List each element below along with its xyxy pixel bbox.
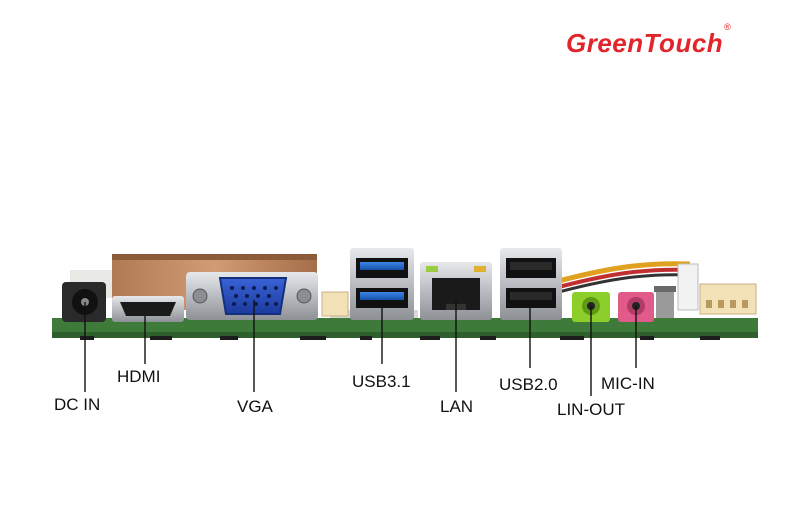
label-lin-out: LIN-OUT	[557, 400, 625, 419]
header-connector	[699, 283, 757, 315]
label-dc-in: DC IN	[54, 395, 101, 414]
label-lan: LAN	[440, 397, 474, 416]
label-usb20: USB2.0	[499, 375, 558, 394]
label-usb31: USB3.1	[352, 372, 411, 391]
label-mic-in: MIC-IN	[601, 374, 655, 393]
fan-cable	[554, 261, 691, 285]
cable-connector	[677, 263, 699, 311]
heatsink-top	[112, 254, 317, 260]
label-hdmi: HDMI	[117, 367, 161, 386]
brand-logo: GreenTouch®	[566, 22, 731, 59]
registered-mark: ®	[724, 22, 732, 33]
label-vga: VGA	[237, 397, 273, 416]
brand-name: GreenTouch	[566, 28, 724, 58]
vga-port	[218, 277, 288, 315]
